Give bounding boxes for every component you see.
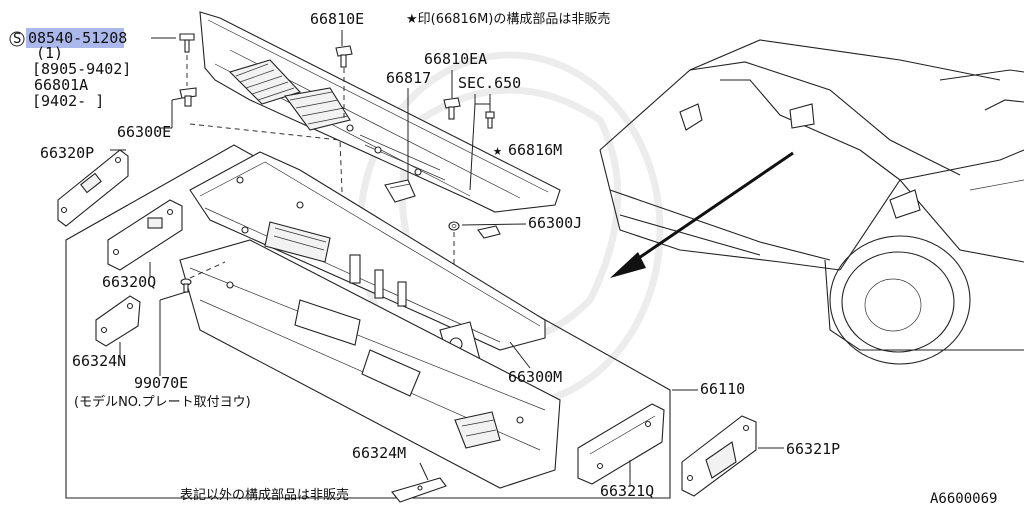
screw-sec-icon	[485, 111, 495, 129]
label-66816M[interactable]: 66816M	[508, 141, 562, 159]
label-66300M[interactable]: 66300M	[508, 368, 562, 386]
bracket-66324M	[391, 477, 447, 503]
leader-99070E-b	[159, 291, 187, 301]
bracket-66300J	[477, 225, 501, 239]
clip-66300E-icon	[179, 87, 197, 107]
bolt-circle-marker	[9, 31, 25, 47]
label-66324M[interactable]: 66324M	[352, 444, 406, 462]
header-note: ★印(66816M)の構成部品は非販売	[406, 11, 610, 27]
label-66110[interactable]: 66110	[700, 380, 745, 398]
bolt-icon	[179, 33, 195, 53]
footer-note: 表記以外の構成部品は非販売	[180, 487, 349, 503]
cowl-top-panel	[199, 11, 561, 213]
grommet-66300J-icon	[448, 221, 460, 231]
leader-66300J	[461, 223, 527, 226]
label-66810E[interactable]: 66810E	[310, 10, 364, 28]
bracket-66321P	[681, 415, 757, 497]
assembly-boundary-66110	[65, 144, 671, 499]
car-outline	[599, 39, 1024, 365]
label-66816M-star: ★	[493, 141, 502, 159]
dash-99070E	[189, 261, 226, 279]
label-99070E-note: (モデルNO.プレート取付ヨウ)	[74, 394, 251, 410]
bracket-66324N	[95, 295, 141, 347]
label-bolt-date: [8905-9402]	[32, 60, 131, 78]
bracket-66321Q	[577, 403, 665, 485]
label-66320Q[interactable]: 66320Q	[102, 273, 156, 291]
clip-66810EA-icon	[443, 97, 461, 120]
part-number-highlight	[26, 28, 124, 48]
label-66300E[interactable]: 66300E	[117, 123, 171, 141]
leader-66300E-c	[171, 97, 183, 101]
label-66320P[interactable]: 66320P	[40, 144, 94, 162]
leader-sec-line	[469, 103, 476, 191]
label-sec-650[interactable]: SEC.650	[458, 74, 521, 92]
clip-66810E-icon	[335, 45, 353, 68]
leader-sec-bracket	[474, 94, 491, 105]
bolt-circle-letter: S	[13, 31, 21, 47]
label-66300J[interactable]: 66300J	[528, 214, 582, 232]
seal-66817	[384, 179, 416, 203]
label-99070E[interactable]: 99070E	[134, 374, 188, 392]
label-bolt-qty: (1)	[36, 44, 63, 62]
diagram-code: A6600069	[930, 491, 997, 507]
cowl-main-assembly	[179, 151, 561, 489]
leader-66300M	[509, 341, 531, 369]
label-alt-date: [9402- ]	[32, 92, 104, 110]
label-66817[interactable]: 66817	[386, 69, 431, 87]
label-66321P[interactable]: 66321P	[786, 440, 840, 458]
label-66321Q[interactable]: 66321Q	[600, 482, 654, 500]
label-66801A[interactable]: 66801A	[34, 76, 88, 94]
bracket-66320Q	[107, 199, 183, 271]
direction-arrow-icon	[610, 151, 794, 278]
label-bolt-code[interactable]: 08540-51208	[28, 29, 127, 47]
label-66810EA[interactable]: 66810EA	[424, 50, 487, 68]
label-66324N[interactable]: 66324N	[72, 352, 126, 370]
leader-66324M	[419, 462, 429, 481]
